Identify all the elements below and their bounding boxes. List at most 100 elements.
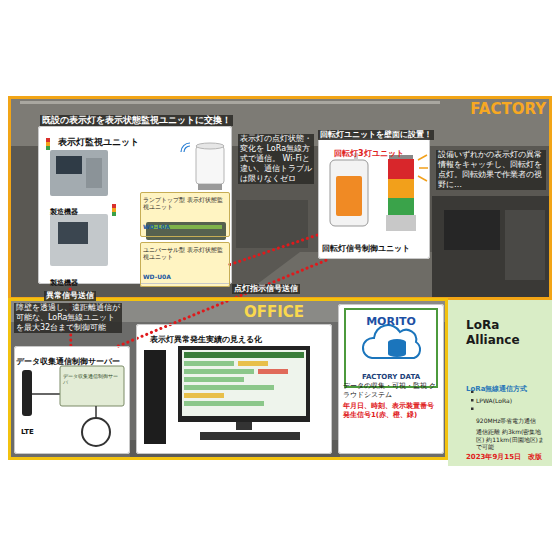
panel-fill [448, 298, 552, 466]
database-icon [388, 351, 406, 357]
text-slot: LTE [21, 419, 43, 438]
text-slot: 設備いずれかの表示灯の異常情報をキャッチし、回転灯を点灯。回転効果で作業者の視野… [436, 150, 546, 191]
cable [32, 393, 60, 395]
text-slot: WD-L0A [143, 214, 227, 233]
factory-illustrations [46, 138, 428, 266]
node-text: LoRa Alliance [466, 318, 536, 348]
screen-row [184, 352, 304, 358]
node-text: FACTORY DATA [362, 373, 420, 382]
unit-face [336, 176, 362, 216]
cloud-icon [363, 325, 420, 358]
monitor-unit-panel: 表示灯監視ユニットランプトップ型 表示灯状態監視ユニット WD-L0A ユニバーサル… [38, 126, 232, 284]
text-slot: FACTORY DATA [346, 364, 436, 383]
panel-fill [344, 308, 438, 388]
text-slot: WD-U0A [143, 264, 227, 283]
text-slot: 製造機器 [50, 199, 94, 218]
machine-screen [58, 222, 88, 244]
text-slot: 製造機器 [50, 270, 94, 289]
panel-fill [136, 324, 332, 454]
node-text: 表示灯監視ユニット [58, 137, 139, 148]
panel-fill [318, 138, 430, 259]
text-slot: MORITO [346, 310, 436, 329]
text-slot: 920MHz帯省電力通信 [476, 408, 548, 427]
signal-lamp [112, 212, 116, 216]
node-text: 2023年9月15日 改版 [466, 453, 542, 462]
panel-fill [14, 346, 130, 454]
node-text: データの収集・可視・監視 クラウドシステム [343, 382, 441, 400]
text-slot: OFFICE [244, 302, 324, 322]
node-text: WD-L0A [143, 223, 170, 231]
node-text: LoRa無線通信方式 [466, 385, 527, 394]
node-text: MORITO [366, 315, 416, 329]
text-slot: データ収集通信制御サーバー [16, 349, 128, 368]
node-text: FACTORY [470, 100, 546, 119]
screen-row [184, 385, 274, 390]
signal-link [230, 235, 318, 265]
lamp-top-base [198, 184, 222, 190]
text-slot: 表示灯監視ユニット [58, 130, 178, 149]
text-slot: FACTORY [466, 99, 546, 119]
machine-screen [444, 210, 500, 250]
signal-lamp [46, 142, 50, 146]
light-rays [418, 155, 428, 181]
node-text: 表示灯異常発生実績の見える化 [150, 335, 262, 345]
text-slot: 点灯指示信号送信 [232, 276, 300, 295]
text-slot: データの収集・可視・監視 クラウドシステム [343, 382, 441, 401]
screen-row [184, 377, 244, 382]
bullet [471, 399, 474, 402]
text-slot: 年月日、時刻、表示装置番号 発生信号1(赤、橙、緑) [343, 402, 441, 421]
cloud-logo-box: MORITO FACTORY DATA [344, 308, 438, 388]
cable-coil [82, 418, 110, 446]
screen-row [238, 361, 268, 366]
text-slot: 表示灯の点灯状態・変化を LoRa無線方式で通信。 Wi-Fiと違い、通信トラブ… [238, 134, 314, 185]
text-slot: LoRa Alliance [466, 318, 536, 348]
panel-fill [338, 304, 444, 454]
factory-region: FACTORY 表示灯監視ユニットランプトップ型 表示灯状態監視ユニット WD-L0… [8, 96, 552, 300]
monitor-stand [236, 422, 252, 430]
machine-door [505, 210, 545, 280]
pc-tower [144, 350, 166, 444]
node-text: 回転灯3灯ユニット [334, 149, 404, 159]
machine-door [86, 158, 102, 188]
signal-lamp [112, 208, 116, 212]
rotating-light-panel: 回転灯3灯ユニット回転灯信号制御ユニット [318, 138, 430, 259]
device-label: LTE [21, 428, 34, 437]
ceiling-light [20, 101, 440, 104]
node-text: 920MHz帯省電力通信 [476, 417, 536, 425]
text-slot: ランプトップ型 表示灯状態監視ユニット [143, 194, 227, 213]
office-photo [8, 298, 448, 460]
text-slot: データ収集通信制御サーバ [63, 369, 121, 388]
text-slot: 回転灯3灯ユニット [334, 141, 426, 160]
text-slot: ユニバーサル型 表示灯状態監視ユニット [143, 244, 227, 263]
lamp-top-unit [196, 146, 224, 184]
note: 設備いずれかの表示灯の異常情報をキャッチし、回転灯を点灯。回転効果で作業者の視野… [436, 150, 546, 190]
note: 障壁を透過し、遠距離通信が可能な、LoRa無線ユニットを最大32台まで制御可能 [14, 303, 122, 333]
server-panel: データ収集通信制御サーバー [14, 346, 130, 454]
factory-ground [8, 96, 552, 300]
wireless-icon [181, 143, 190, 152]
signal-control-unit [330, 160, 368, 226]
text-slot: 回転灯ユニットを壁面に設置！ [318, 122, 448, 141]
machine-shape [432, 196, 552, 300]
machine-icon [50, 150, 108, 196]
server-device [60, 366, 124, 406]
green-lamp [388, 198, 414, 215]
factory-photo [8, 96, 552, 300]
keyboard [200, 432, 300, 440]
signal-lamp [46, 138, 50, 142]
node-text: WD-U0A [143, 273, 171, 281]
machine-icon [50, 214, 108, 266]
amber-lamp [388, 179, 414, 198]
product-card: ユニバーサル型 表示灯状態監視ユニット WD-U0A [140, 242, 230, 287]
text-slot: 障壁を透過し、遠距離通信が可能な、LoRa無線ユニットを最大32台まで制御可能 [14, 303, 122, 334]
cloud-panel: データの収集・可視・監視 クラウドシステム年月日、時刻、表示装置番号 発生信号1… [338, 304, 444, 454]
headline: 既設の表示灯を表示状態監視ユニットに交換！ [40, 115, 233, 126]
monitor [178, 346, 310, 422]
panel-fill [140, 242, 230, 287]
note: 表示灯の点灯状態・変化を LoRa無線方式で通信。 Wi-Fiと違い、通信トラブ… [238, 134, 314, 184]
tower-base [386, 215, 416, 231]
signal-lamp [46, 146, 50, 150]
cable [95, 406, 97, 418]
text-slot: 既設の表示灯を表示状態監視ユニットに交換！ [40, 108, 245, 127]
